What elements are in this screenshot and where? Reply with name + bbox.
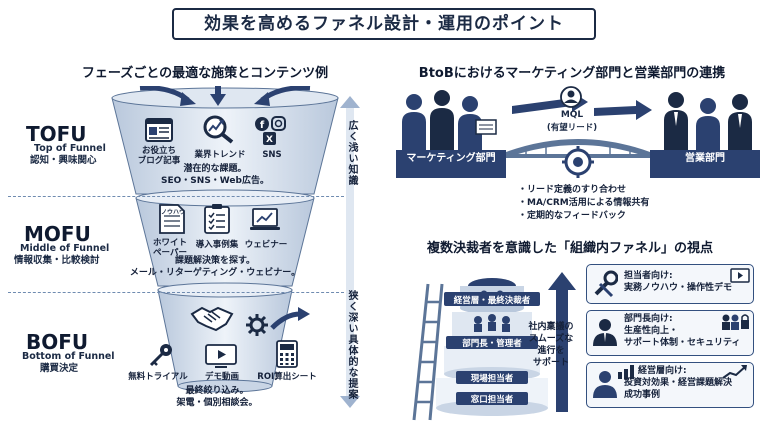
tier-2-label: 部門長・管理者	[462, 339, 522, 349]
sales-dept-label: 営業部門	[685, 153, 725, 164]
card-staff-line2: 実務ノウハウ・操作性デモ	[624, 283, 733, 293]
stage-divider-2	[8, 292, 344, 293]
tofu-item-1-label-a: お役立ち	[141, 146, 176, 156]
left-heading: フェーズごとの最適な施策とコンテンツ例	[81, 66, 329, 81]
tier-4-label: 窓口担当者	[470, 395, 514, 405]
whitepaper-doc-caption: ノウハウ	[161, 209, 186, 216]
tier-1-label: 経営層・最終決裁者	[453, 296, 531, 306]
tofu-item-3-label: SNS	[262, 150, 282, 160]
tier-1-bar	[444, 292, 540, 306]
manager-icon	[593, 319, 617, 346]
approval-up-arrow	[548, 272, 576, 412]
webinar-icon	[250, 208, 280, 230]
stage-mofu-sub2: 情報収集・比較検討	[14, 255, 100, 266]
sales-team-icon	[664, 92, 752, 154]
gear-icon	[246, 314, 268, 336]
card-staff-line1: 担当者向け:	[624, 271, 673, 281]
collab-bullet-3: ・定期的なフィードバック	[518, 211, 626, 221]
tools-icon	[594, 270, 618, 298]
stage-tofu-sub2: 認知・興味関心	[30, 155, 97, 166]
collab-bullet-2: ・MA/CRM活用による情報共有	[518, 198, 650, 208]
stage-bofu-sub2: 購買決定	[40, 363, 79, 374]
tier-3-label: 現場担当者	[470, 374, 514, 384]
axis-bottom-label: 狭く深い具体的な提案	[346, 290, 357, 400]
right-top-heading: BtoBにおけるマーケティング部門と営業部門の連携	[418, 66, 726, 81]
stage-mofu-name: MOFU	[24, 222, 91, 246]
arrow-text-1: 社内稟議の	[528, 322, 574, 332]
demo-video-icon	[205, 344, 237, 368]
card-executive	[586, 362, 754, 408]
svg-text:X: X	[266, 135, 273, 145]
growth-chart-icon	[618, 365, 634, 379]
trend-search-icon	[203, 115, 234, 144]
ladder-icon	[412, 283, 444, 421]
stage-bofu-name: BOFU	[26, 330, 89, 354]
bofu-item-1-label: 無料トライアル	[128, 372, 188, 382]
bofu-item-3-label: ROI算出シート	[257, 372, 317, 382]
mofu-item-2-label: 導入事例集	[195, 240, 239, 250]
axis-top-label: 広く浅い知識	[346, 120, 357, 186]
marketing-team-icon	[402, 90, 497, 154]
video-play-icon	[730, 268, 750, 283]
trend-line-icon	[722, 365, 747, 379]
collab-bullet-1: ・リード定義のすり合わせ	[518, 185, 627, 195]
card-manager	[586, 310, 754, 356]
page-title: 効果を高めるファネル設計・運用のポイント	[172, 8, 596, 40]
whitepaper-icon	[159, 204, 185, 234]
card-exec-line2: 投資対効果・経営課題解決	[624, 378, 733, 388]
arrow-text-3: 進行を	[537, 346, 565, 356]
arrow-text-2: スムーズな	[528, 334, 574, 344]
stage-divider-1	[8, 196, 344, 197]
calculator-icon	[276, 340, 298, 368]
stage-bofu-sub1: Bottom of Funnel	[22, 351, 115, 362]
card-manager-line1: 部門長向け:	[624, 314, 673, 324]
right-bottom-heading: 複数決裁者を意識した「組織内ファネル」の視点	[426, 241, 713, 256]
card-exec-line3: 成功事例	[624, 390, 661, 400]
depth-axis-arrow	[340, 96, 360, 408]
mofu-item-3-label: ウェビナー	[244, 240, 288, 250]
mofu-item-1-label-a: ホワイト	[152, 238, 187, 248]
arrow-text-4: サポート	[532, 358, 569, 368]
marketing-dept-label: マーケティング部門	[406, 153, 496, 164]
card-manager-line2: 生産性向上・	[624, 326, 679, 336]
tier-3-bar	[456, 371, 528, 384]
key-icon	[149, 344, 172, 367]
tofu-desc-1: 潜在的な課題。	[183, 164, 247, 174]
card-manager-line3: サポート体制・セキュリティ	[624, 338, 741, 348]
next-arrow-icon	[270, 307, 310, 330]
mql-lead-icon	[560, 86, 582, 108]
tofu-item-2-label: 業界トレンド	[194, 150, 246, 160]
bofu-item-2-label: デモ動画	[204, 372, 239, 382]
tier-4-bar	[456, 392, 528, 405]
executive-icon	[593, 371, 617, 398]
stage-mofu-sub1: Middle of Funnel	[20, 243, 110, 254]
bofu-desc-2: 架電・個別相談会。	[176, 398, 258, 408]
mofu-desc-1: 課題解決策を探す。	[174, 256, 256, 266]
sns-icon: f X	[255, 116, 286, 145]
tofu-item-1-label-b: ブログ記事	[137, 156, 181, 166]
handshake-icon	[190, 306, 234, 332]
tier-2-bar	[446, 336, 538, 349]
mofu-desc-2: メール・リターゲティング・ウェビナー。	[129, 268, 301, 278]
mql-handoff-arrow	[512, 92, 652, 120]
stage-tofu-sub1: Top of Funnel	[34, 143, 106, 154]
mql-label: MQL	[560, 110, 584, 120]
mofu-item-1-label-b: ペーパー	[153, 248, 187, 258]
case-study-icon	[204, 204, 230, 234]
stage-tofu-name: TOFU	[26, 122, 87, 146]
card-exec-line1: 経営層向け:	[638, 366, 687, 376]
bridge-graphic	[396, 139, 760, 178]
bofu-desc-1: 最終絞り込み。	[185, 386, 249, 396]
mql-sub-label: (有望リード)	[546, 123, 598, 133]
blog-icon	[145, 118, 173, 142]
team-lock-icon	[722, 314, 749, 330]
svg-text:f: f	[260, 120, 265, 131]
tofu-desc-2: SEO・SNS・Web広告。	[161, 176, 269, 186]
